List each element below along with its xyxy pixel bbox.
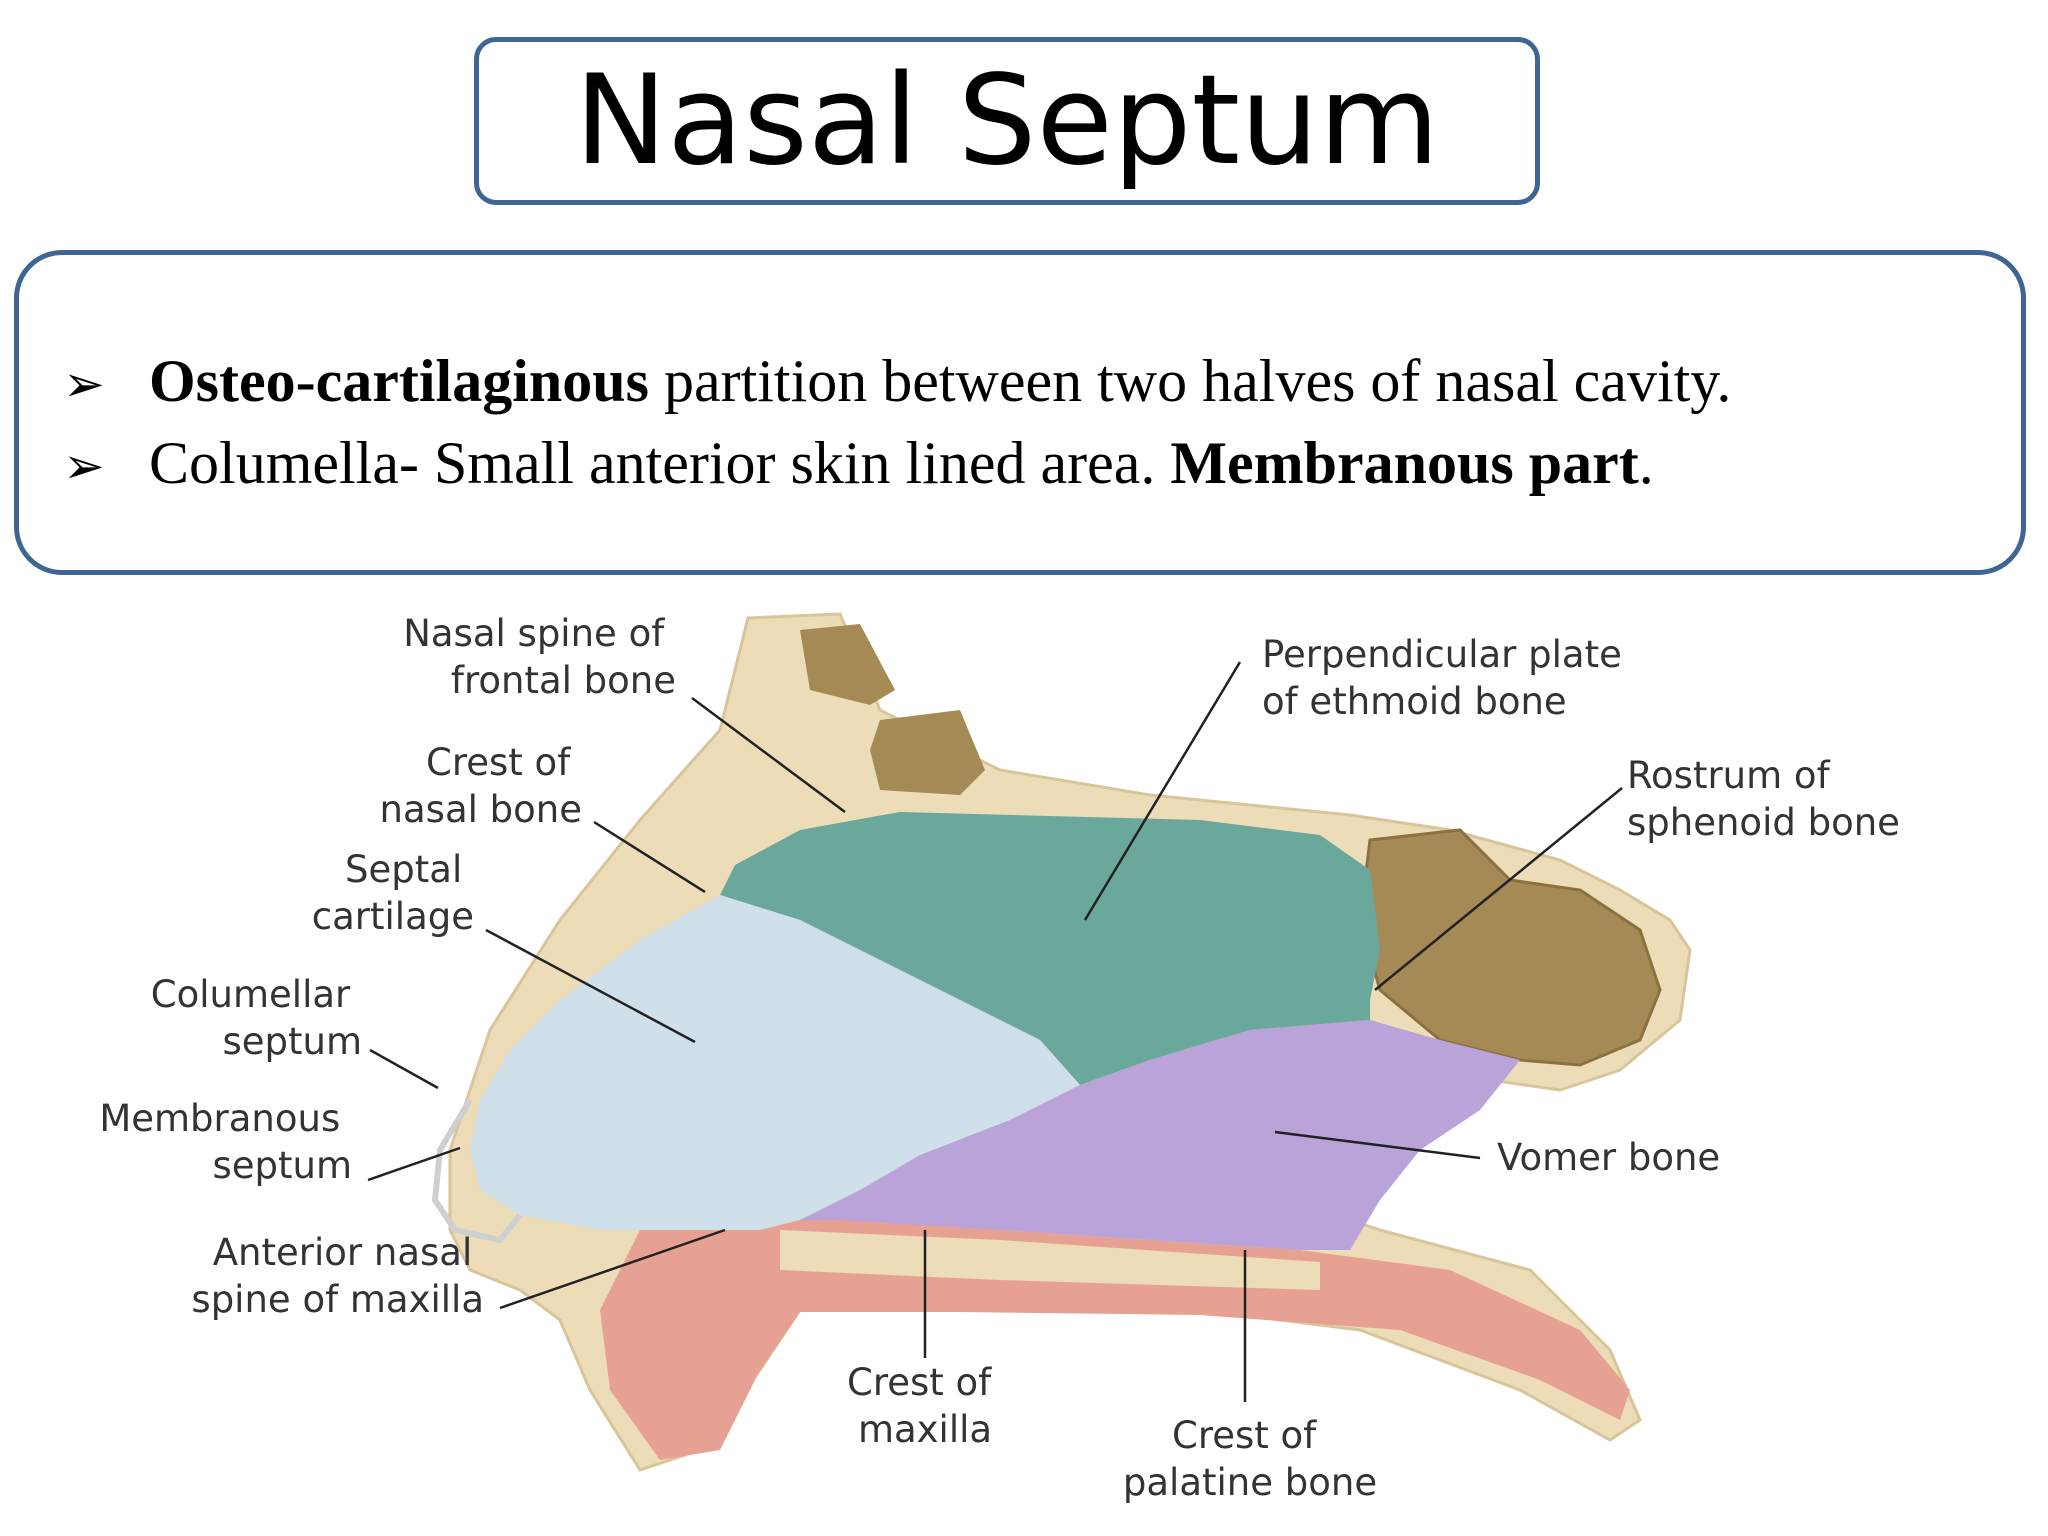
label-crest-nasal-bone: Crest of nasal bone (380, 741, 582, 831)
bullet-2-tail: . (1638, 430, 1654, 496)
bullet-2-bold: Membranous part (1170, 430, 1639, 496)
bullet-box: ➢ Osteo-cartilaginous partition between … (14, 250, 2026, 575)
label-rostrum-sphenoid: Rostrum of sphenoid bone (1627, 754, 1900, 844)
nasal-septum-diagram: Nasal spine of frontal bone Crest of nas… (99, 612, 1900, 1504)
bullet-1-text: partition between two halves of nasal ca… (648, 348, 1732, 414)
perpendicular-plate-ethmoid (720, 812, 1380, 1085)
frontal-sinus (800, 624, 895, 705)
bullet-item-1: ➢ Osteo-cartilaginous partition between … (63, 347, 1731, 416)
bullet-2-text: Columella- Small anterior skin lined are… (149, 430, 1171, 496)
label-columellar-septum: Columellar septum (151, 973, 362, 1063)
frontal-sinus-lower (870, 710, 985, 795)
label-anterior-nasal-spine: Anterior nasal spine of maxilla (191, 1231, 484, 1321)
bullet-item-2: ➢ Columella- Small anterior skin lined a… (63, 429, 1654, 498)
arrow-bullet-icon: ➢ (63, 438, 105, 494)
label-membranous-septum: Membranous septum (99, 1097, 352, 1187)
label-perpendicular-plate: Perpendicular plate of ethmoid bone (1262, 633, 1634, 723)
leader-lines (367, 661, 1623, 1402)
label-crest-palatine: Crest of palatine bone (1123, 1414, 1377, 1504)
label-crest-maxilla: Crest of maxilla (847, 1361, 1003, 1451)
label-nasal-spine-frontal: Nasal spine of frontal bone (403, 612, 676, 702)
label-septal-cartilage: Septal cartilage (312, 848, 474, 938)
columella-outline (431, 1098, 523, 1244)
palate-upper-strip (780, 1230, 1320, 1290)
title-box: Nasal Septum (474, 37, 1540, 205)
slide-title: Nasal Septum (574, 49, 1440, 193)
palate (600, 1210, 1630, 1460)
arrow-bullet-icon: ➢ (63, 356, 105, 412)
vomer-bone (800, 1020, 1520, 1250)
label-vomer-bone: Vomer bone (1497, 1136, 1720, 1179)
septal-cartilage (470, 895, 1080, 1230)
bullet-1-bold: Osteo-cartilaginous (149, 348, 649, 414)
